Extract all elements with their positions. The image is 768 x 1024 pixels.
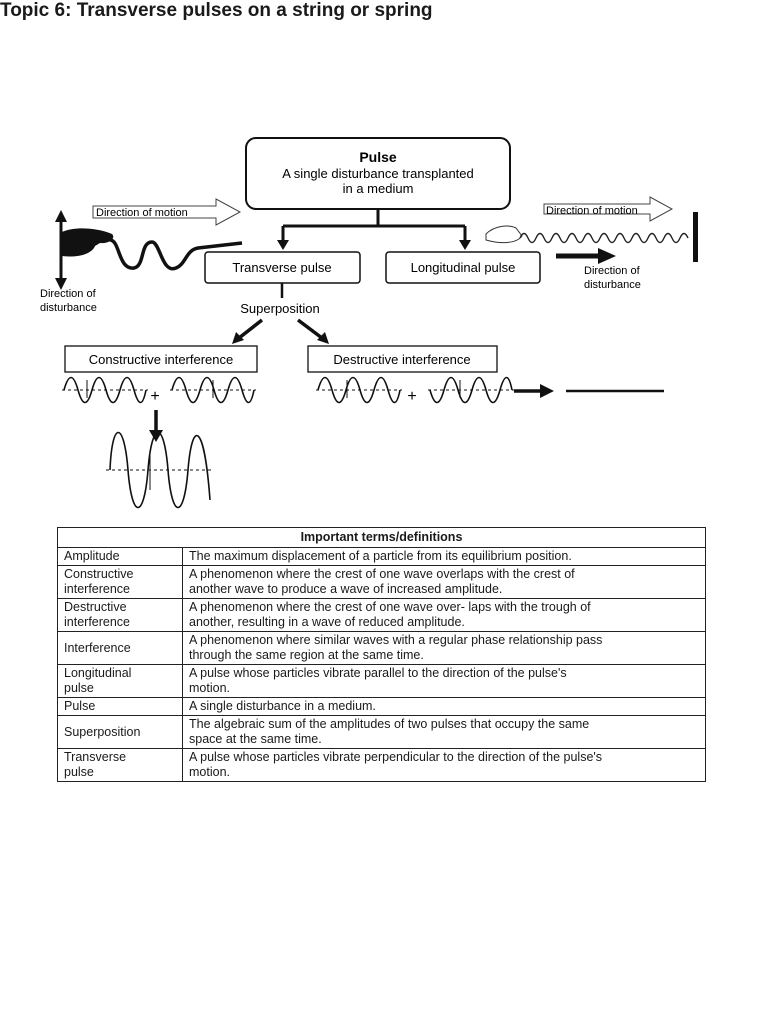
branch-connector [281, 209, 467, 243]
plus-constructive: + [150, 388, 159, 405]
destructive-wave-2 [428, 376, 514, 404]
direction-of-motion-label-right: Direction of motion [546, 205, 638, 217]
table-row: Interference A phenomenon where similar w… [57, 631, 706, 665]
concept-diagram: Pulse A single disturbance transplanted … [40, 137, 698, 508]
direction-of-disturbance-left-line1: Direction of [40, 288, 97, 300]
term-cell: Superposition [57, 715, 183, 749]
direction-of-disturbance-left-line2: disturbance [40, 302, 97, 314]
longitudinal-box-label: Longitudinal pulse [411, 260, 516, 275]
table-row: Pulse A single disturbance in a medium. [57, 697, 706, 716]
definition-text: A phenomenon where the crest of one wave… [189, 567, 575, 581]
spring-coils [519, 232, 689, 244]
constructive-result-wave [106, 432, 212, 508]
term-text: Transverse [64, 750, 127, 764]
definition-cell: A phenomenon where similar waves with a … [182, 631, 706, 665]
term-cell: Interference [57, 631, 183, 665]
definition-text: another, resulting in a wave of reduced … [189, 615, 465, 629]
pulse-box-line2: in a medium [343, 181, 414, 196]
plus-destructive: + [407, 388, 416, 405]
table-row: Superposition The algebraic sum of the am… [57, 715, 706, 749]
term-cell: Pulse [57, 697, 183, 716]
constructive-box [64, 345, 258, 373]
definition-text: A single disturbance in a medium. [189, 699, 376, 713]
term-text: interference [64, 582, 131, 596]
definition-text: motion. [189, 681, 230, 695]
term-text: Amplitude [64, 549, 120, 563]
definition-cell: The maximum displacement of a particle f… [182, 547, 706, 566]
definition-cell: A phenomenon where the crest of one wave… [182, 598, 706, 632]
term-text: Interference [64, 640, 131, 655]
term-cell: Amplitude [57, 547, 183, 566]
arrow-to-constructive [237, 318, 264, 340]
page-title: Topic 6: Transverse pulses on a string o… [0, 0, 433, 21]
destructive-wave-1 [316, 376, 402, 404]
definition-cell: A pulse whose particles vibrate perpendi… [182, 748, 706, 782]
direction-of-motion-label-left: Direction of motion [96, 207, 188, 219]
direction-of-motion-arrow-left [92, 198, 242, 226]
pulse-box-line1: A single disturbance transplanted [282, 166, 474, 181]
definition-cell: A single disturbance in a medium. [182, 697, 706, 716]
definition-cell: The algebraic sum of the amplitudes of t… [182, 715, 706, 749]
arrowhead-transverse [277, 240, 289, 250]
constructive-wave-2 [170, 376, 256, 404]
hand-right-icon [485, 225, 523, 244]
transverse-box-label: Transverse pulse [232, 260, 331, 275]
definition-text: A pulse whose particles vibrate perpendi… [189, 750, 603, 764]
constructive-wave-1 [62, 376, 148, 404]
superposition-label: Superposition [240, 301, 320, 316]
term-text: Destructive [64, 600, 127, 614]
arrow-to-destructive [296, 318, 324, 340]
constructive-box-label: Constructive interference [89, 352, 234, 367]
term-text: Pulse [64, 699, 96, 713]
term-text: Superposition [64, 724, 141, 739]
destructive-box [307, 345, 498, 373]
definition-cell: A pulse whose particles vibrate parallel… [182, 664, 706, 698]
definition-text: space at the same time. [189, 732, 322, 746]
definition-text: A phenomenon where the crest of one wave… [189, 600, 591, 614]
table-row: Amplitude The maximum displacement of a p… [57, 547, 706, 566]
definition-text: another wave to produce a wave of increa… [189, 582, 503, 596]
term-text: interference [64, 615, 131, 629]
table-header: Important terms/definitions [57, 527, 706, 548]
arrowhead-longitudinal [459, 240, 471, 250]
pulse-box-title: Pulse [359, 149, 397, 165]
definition-text: The maximum displacement of a particle f… [189, 549, 572, 563]
longitudinal-box [385, 251, 541, 284]
hand-icon [62, 228, 114, 257]
definition-text: The algebraic sum of the amplitudes of t… [189, 717, 590, 731]
direction-of-disturbance-right-line2: disturbance [584, 279, 641, 291]
wall [693, 212, 698, 262]
term-text: Constructive [64, 567, 134, 581]
definition-text: through the same region at the same time… [189, 648, 424, 662]
term-text: pulse [64, 765, 94, 779]
definition-text: A pulse whose particles vibrate parallel… [189, 666, 567, 680]
destructive-box-label: Destructive interference [333, 352, 470, 367]
string-pulse [109, 238, 243, 271]
definition-cell: A phenomenon where the crest of one wave… [182, 565, 706, 599]
term-text: Longitudinal [64, 666, 132, 680]
direction-of-disturbance-right-line1: Direction of [584, 265, 641, 277]
definition-text: motion. [189, 765, 230, 779]
direction-of-motion-arrow-right [543, 196, 674, 222]
term-text: pulse [64, 681, 94, 695]
definition-text: A phenomenon where similar waves with a … [189, 633, 603, 647]
